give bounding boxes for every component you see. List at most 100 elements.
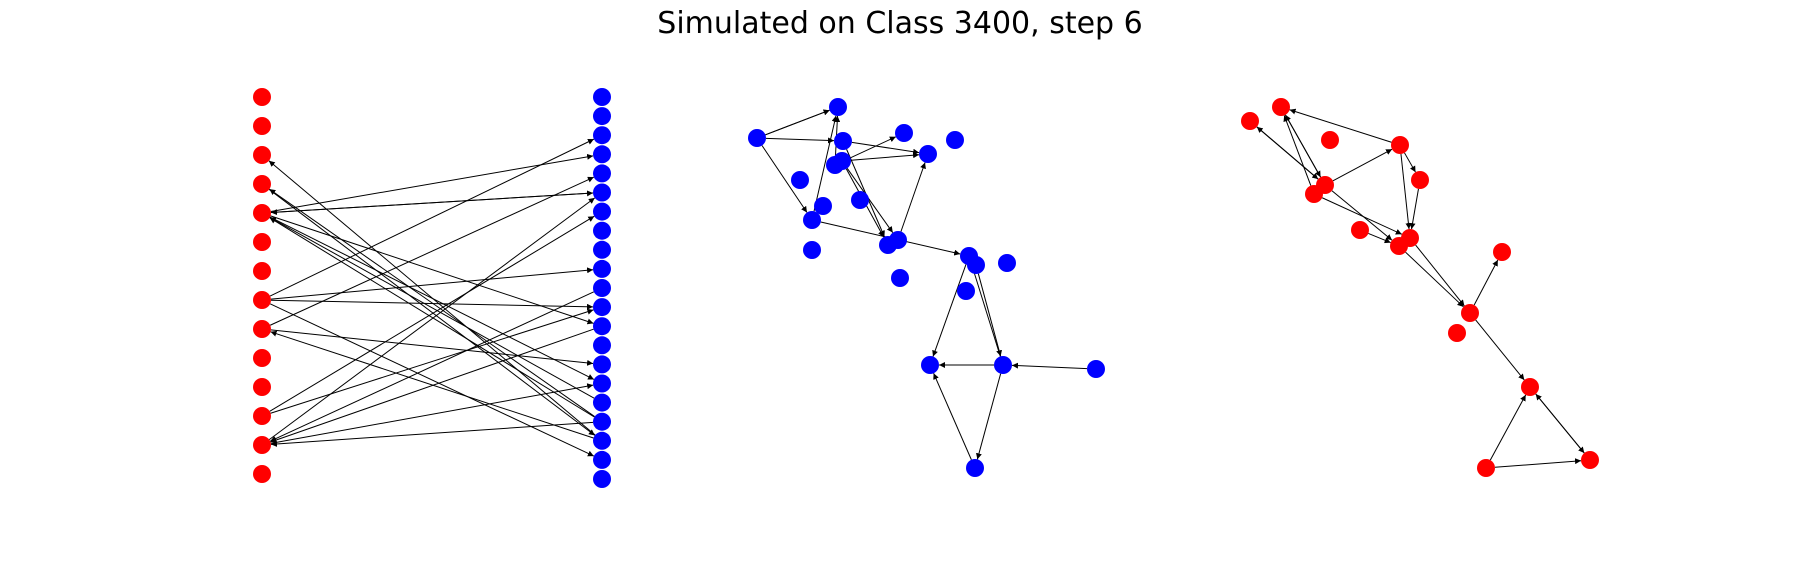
graph-edge-5	[269, 188, 595, 417]
graph-node-25	[593, 298, 611, 317]
graph-node-14	[1411, 171, 1429, 189]
graph-edge-9	[813, 115, 838, 212]
graph-node-7	[253, 291, 271, 309]
graph-edge-19	[933, 373, 972, 460]
graph-node-2	[834, 132, 852, 150]
graph-edge-8	[1331, 190, 1393, 241]
graph-node-30	[593, 393, 611, 412]
graph-edge-9	[269, 138, 595, 297]
graph-edge-18	[270, 328, 594, 443]
graph-node-23	[593, 259, 611, 278]
graph-node-9	[253, 349, 271, 367]
graph-node-3	[895, 124, 913, 142]
graph-node-29	[593, 374, 611, 393]
graph-node-14	[967, 256, 985, 274]
graph-node-20	[998, 254, 1016, 272]
bipartite-panel	[253, 88, 611, 488]
graph-node-15	[593, 107, 611, 126]
graph-node-22	[851, 191, 869, 209]
graph-edge-10	[270, 267, 594, 300]
graph-edge-17	[269, 291, 595, 442]
graph-edge-18	[976, 373, 1002, 460]
graph-edge-4	[851, 141, 920, 155]
graph-node-4	[253, 204, 271, 222]
graph-node-10	[253, 378, 271, 396]
graph-edge-1	[1256, 126, 1319, 180]
graph-edge-15	[1489, 394, 1527, 461]
graph-node-14	[593, 88, 611, 106]
graph-edge-19	[1409, 188, 1419, 230]
graph-node-32	[593, 431, 611, 450]
graph-node-1	[253, 117, 271, 135]
graph-node-13	[1321, 131, 1339, 149]
graph-edge-7	[846, 168, 894, 233]
graph-edge-21	[270, 308, 594, 414]
graph-node-31	[593, 412, 611, 431]
graph-edge-15	[932, 264, 967, 357]
graph-node-0	[748, 129, 766, 147]
graph-node-1	[1272, 98, 1290, 116]
graph-node-16	[593, 126, 611, 145]
graph-node-21	[593, 221, 611, 240]
graph-node-24	[593, 279, 611, 297]
graph-edge-18	[1404, 152, 1416, 173]
graph-edge-14	[977, 273, 1002, 357]
graph-node-17	[994, 356, 1012, 374]
graph-edge-11	[1473, 259, 1499, 306]
graph-node-33	[593, 450, 611, 469]
graph-node-18	[1087, 360, 1105, 378]
graph-node-3	[253, 175, 271, 193]
graph-edge-12	[1475, 319, 1525, 381]
graph-edge-13	[269, 176, 595, 326]
graph-node-6	[833, 152, 851, 170]
graph-node-18	[593, 164, 611, 183]
graph-node-12	[1581, 451, 1599, 469]
graph-node-21	[791, 171, 809, 189]
graph-node-10	[1521, 378, 1539, 396]
graph-edge-8	[269, 216, 595, 380]
graph-node-9	[1448, 324, 1466, 342]
graph-edge-16	[1494, 458, 1582, 468]
graph-node-17	[593, 145, 611, 164]
graph-edge-6	[1400, 153, 1412, 230]
graph-edge-15	[269, 215, 595, 412]
graph-node-27	[593, 336, 611, 355]
graph-edge-12	[269, 303, 595, 457]
graph-edge-2	[765, 137, 835, 144]
graph-node-11	[879, 236, 897, 254]
graph-edge-4	[1289, 108, 1392, 143]
graph-node-8	[803, 211, 821, 229]
graph-edge-2	[270, 192, 594, 216]
graph-node-7	[1493, 243, 1511, 261]
graph-node-2	[253, 146, 271, 164]
graph-edge-23	[270, 329, 594, 366]
graph-edge-21	[842, 136, 897, 162]
graph-node-11	[253, 407, 271, 425]
graph-node-6	[1390, 237, 1408, 255]
graph-edge-11	[900, 162, 926, 232]
graph-edge-20	[1368, 232, 1391, 244]
graph-node-12	[253, 436, 271, 454]
graph-node-19	[966, 459, 984, 477]
graph-node-15	[1351, 221, 1369, 239]
graph-node-12	[891, 269, 909, 287]
graph-edge-22	[270, 383, 594, 444]
graph-edge-4	[269, 217, 595, 418]
graph-node-4	[919, 145, 937, 163]
graph-node-0	[253, 88, 271, 106]
graph-node-23	[946, 131, 964, 149]
graph-edge-6	[850, 152, 920, 161]
graph-node-20	[593, 202, 611, 221]
graph-edge-17	[1011, 362, 1088, 370]
graph-node-22	[593, 240, 611, 259]
graph-edge-20	[970, 264, 1001, 357]
graph-node-13	[253, 465, 271, 483]
graph-node-3	[1316, 176, 1334, 194]
graph-edge-3	[761, 145, 808, 213]
graph-edge-11	[270, 299, 594, 310]
graph-node-8	[1461, 304, 1479, 322]
graph-node-9	[803, 241, 821, 259]
graph-node-26	[593, 317, 611, 336]
graph-edge-5	[1332, 148, 1393, 182]
